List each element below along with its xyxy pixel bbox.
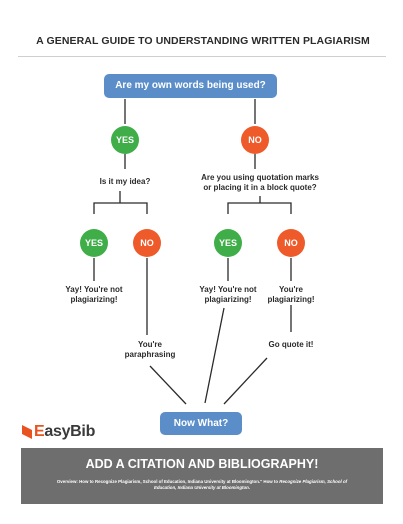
page-title: A GENERAL GUIDE TO UNDERSTANDING WRITTEN… <box>36 35 370 47</box>
no-circle-right: NO <box>277 229 305 257</box>
connector-goquote-now <box>223 357 268 405</box>
title-divider <box>18 56 386 57</box>
banner-note-end: Recognize Plagiarism, School of Educatio… <box>153 479 348 490</box>
not-plagiarizing-right: Yay! You're not plagiarizing! <box>183 285 273 305</box>
easybib-logo: EasyBib <box>22 422 95 442</box>
no-circle-top: NO <box>241 126 269 154</box>
banner-note-start: Overview: How to Recognize Plagiarism, S… <box>56 479 279 484</box>
connector-bracket-left <box>93 202 148 214</box>
not-plag-left-line2: plagiarizing! <box>70 295 118 304</box>
yes-circle-left: YES <box>80 229 108 257</box>
connector-notplag-now <box>204 307 225 404</box>
easybib-wordmark: EasyBib <box>34 423 95 441</box>
logo-rest: asyBib <box>44 423 96 440</box>
not-plag-right-line1: Yay! You're not <box>199 285 257 294</box>
question-quote-line1: Are you using quotation marks <box>201 173 319 182</box>
question-quote-line2: or placing it in a block quote? <box>203 183 317 192</box>
yes-circle-right: YES <box>214 229 242 257</box>
citation-banner: ADD A CITATION AND BIBLIOGRAPHY! Overvie… <box>21 448 383 504</box>
question-own-words: Are my own words being used? <box>104 74 277 98</box>
easybib-mark-icon <box>22 425 32 439</box>
you-are-plag-line1: You're <box>279 285 303 294</box>
paraphrasing-line2: paraphrasing <box>124 350 176 359</box>
banner-heading: ADD A CITATION AND BIBLIOGRAPHY! <box>85 457 319 471</box>
you-are-plagiarizing: You're plagiarizing! <box>251 285 331 305</box>
go-quote-it: Go quote it! <box>268 340 314 349</box>
connector-bracket-right <box>227 202 292 214</box>
not-plag-right-line2: plagiarizing! <box>204 295 252 304</box>
you-are-paraphrasing: You're paraphrasing <box>110 340 190 360</box>
now-what-box: Now What? <box>160 412 242 435</box>
connector-paraphrase-now <box>149 365 187 405</box>
question-quote: Are you using quotation marks or placing… <box>185 173 335 193</box>
banner-source-note: Overview: How to Recognize Plagiarism, S… <box>49 479 355 491</box>
you-are-plag-line2: plagiarizing! <box>267 295 315 304</box>
paraphrasing-line1: You're <box>138 340 162 349</box>
no-circle-left: NO <box>133 229 161 257</box>
not-plagiarizing-left: Yay! You're not plagiarizing! <box>49 285 139 305</box>
yes-circle-top: YES <box>111 126 139 154</box>
not-plag-left-line1: Yay! You're not <box>65 285 123 294</box>
logo-letter-e: E <box>34 423 45 440</box>
question-idea: Is it my idea? <box>99 177 151 186</box>
